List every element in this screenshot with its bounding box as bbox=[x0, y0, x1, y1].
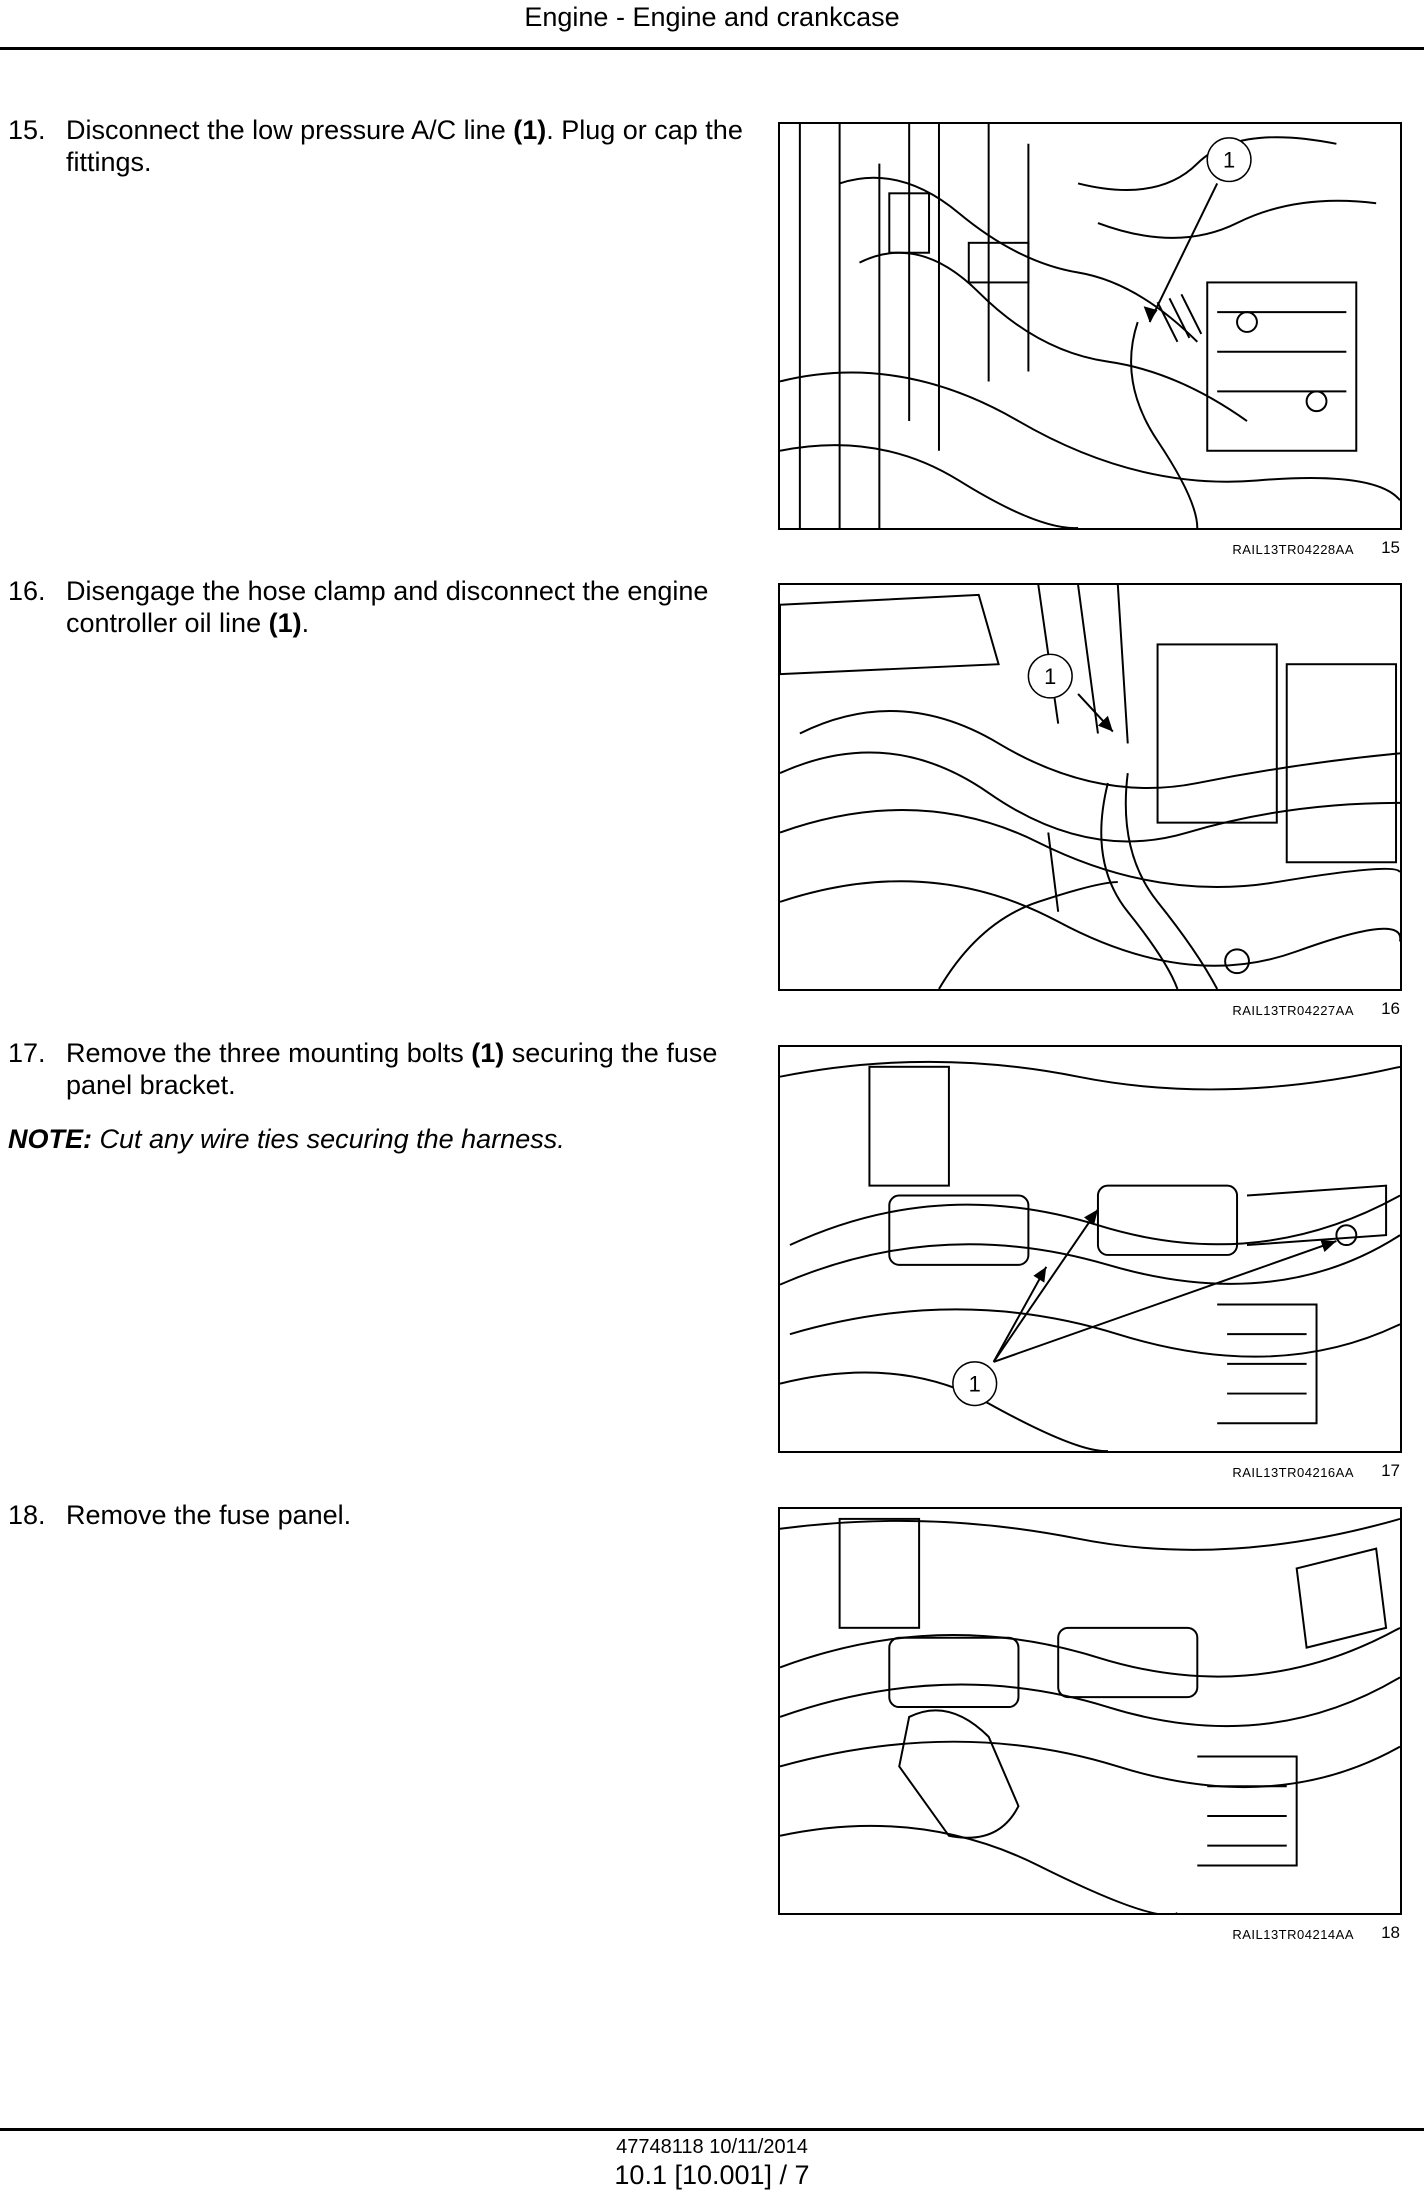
figure-code: RAIL13TR04228AA bbox=[1232, 542, 1354, 557]
step-15: 15. Disconnect the low pressure A/C line… bbox=[8, 114, 748, 178]
step-text: . Plug or cap the fittings. bbox=[66, 115, 743, 177]
figure-18-illustration bbox=[778, 1507, 1402, 1915]
callout-reference: (1) bbox=[268, 608, 302, 638]
step-text: . bbox=[301, 608, 310, 638]
figure-number: 18 bbox=[1381, 1923, 1400, 1942]
step-16: 16. Disengage the hose clamp and disconn… bbox=[8, 575, 748, 639]
footer-page-number: 10.1 [10.001] / 7 bbox=[614, 2160, 810, 2190]
step-number: 18. bbox=[8, 1500, 46, 1530]
figure-18-caption: RAIL13TR04214AA 18 bbox=[778, 1923, 1402, 1947]
figure-17-caption: RAIL13TR04216AA 17 bbox=[778, 1461, 1402, 1485]
engine-line-drawing: 1 bbox=[780, 585, 1400, 989]
figure-code: RAIL13TR04216AA bbox=[1232, 1465, 1354, 1480]
step-text: Remove the three mounting bolts bbox=[66, 1038, 472, 1068]
callout-label: 1 bbox=[969, 1372, 981, 1397]
figure-number: 15 bbox=[1381, 538, 1400, 557]
callout-circle bbox=[1206, 137, 1252, 183]
engine-line-drawing bbox=[780, 1517, 1400, 1913]
footer-doc-id: 47748118 10/11/2014 bbox=[616, 2136, 808, 2158]
step-number: 15. bbox=[8, 115, 46, 145]
figure-code: RAIL13TR04214AA bbox=[1232, 1927, 1354, 1942]
step-number: 17. bbox=[8, 1038, 46, 1068]
figure-number: 16 bbox=[1381, 999, 1400, 1018]
note-label: NOTE: bbox=[8, 1124, 92, 1154]
page-header-title: Engine - Engine and crankcase bbox=[524, 2, 900, 32]
engine-line-drawing: 1 bbox=[780, 1060, 1400, 1451]
figure-number: 17 bbox=[1381, 1461, 1400, 1480]
callout-circle bbox=[1027, 653, 1073, 699]
step-17-note: NOTE: Cut any wire ties securing the har… bbox=[8, 1123, 748, 1155]
callout-label: 1 bbox=[1223, 148, 1235, 173]
figure-15-illustration: 1 bbox=[778, 122, 1402, 530]
step-17: 17. Remove the three mounting bolts (1) … bbox=[8, 1037, 748, 1101]
engine-line-drawing: 1 bbox=[780, 124, 1400, 528]
callout-reference: (1) bbox=[471, 1038, 505, 1068]
step-18: 18. Remove the fuse panel. bbox=[8, 1499, 748, 1531]
step-text: securing the fuse panel bracket. bbox=[66, 1038, 718, 1100]
callout-reference: (1) bbox=[513, 115, 547, 145]
figure-code: RAIL13TR04227AA bbox=[1232, 1003, 1354, 1018]
step-text: Remove the fuse panel. bbox=[66, 1500, 352, 1530]
figure-16-caption: RAIL13TR04227AA 16 bbox=[778, 999, 1402, 1023]
step-text: Disengage the hose clamp and disconnect … bbox=[66, 576, 709, 638]
callout-circle bbox=[952, 1361, 998, 1407]
note-text: Cut any wire ties securing the harness. bbox=[92, 1124, 565, 1154]
figure-17-illustration: 1 bbox=[778, 1045, 1402, 1453]
step-number: 16. bbox=[8, 576, 46, 606]
callout-label: 1 bbox=[1044, 664, 1056, 689]
figure-15-caption: RAIL13TR04228AA 15 bbox=[778, 538, 1402, 562]
figure-16-illustration: 1 bbox=[778, 583, 1402, 991]
footer-rule bbox=[0, 2128, 1424, 2131]
step-text: Disconnect the low pressure A/C line bbox=[66, 115, 514, 145]
header-rule bbox=[0, 47, 1424, 50]
